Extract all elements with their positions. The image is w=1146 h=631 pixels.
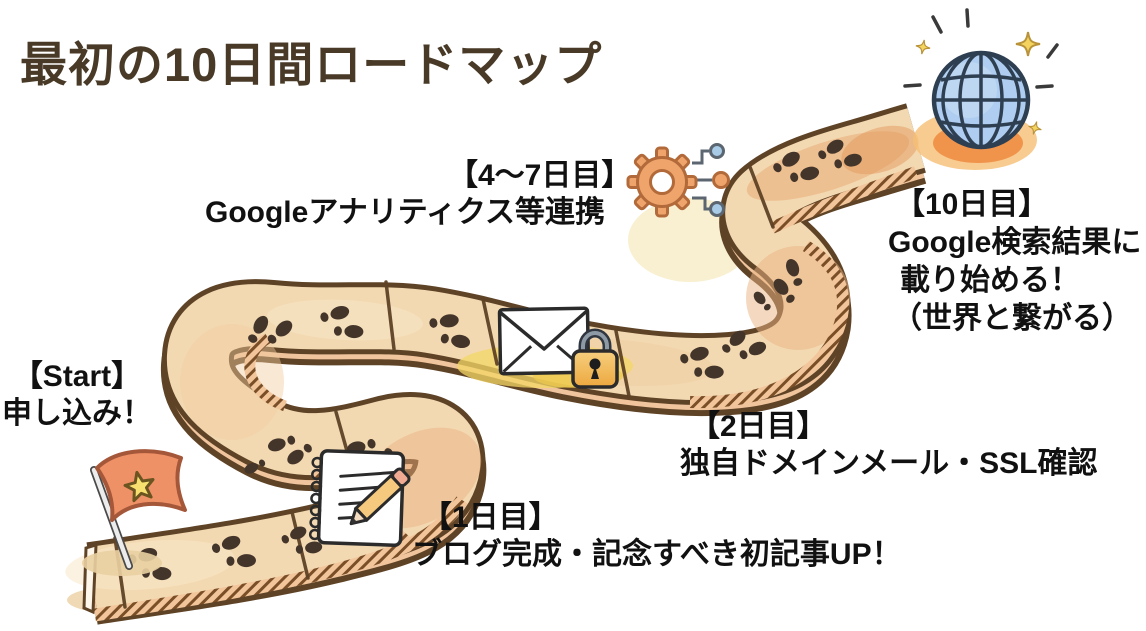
- envelope-lock-icon: [497, 306, 619, 389]
- notebook-pencil-icon: [308, 449, 411, 547]
- lock-icon: [571, 328, 619, 389]
- milestone-label-day1: 【1日目】 ブログ完成・記念すべき初記事UP！: [412, 499, 902, 573]
- milestone-text-day1: ブログ完成・記念すべき初記事UP！: [412, 538, 902, 571]
- globe-icon: [931, 50, 1031, 150]
- node-dot: [709, 143, 725, 159]
- sparkle-rays: [903, 8, 1059, 89]
- milestone-day-start: 【Start】: [12, 360, 142, 393]
- milestone-text-start: 申し込み！: [2, 397, 152, 430]
- milestone-text-day10-1: Google検索結果に: [888, 226, 1142, 259]
- milestone-text-day4to7: Googleアナリティクス等連携: [205, 196, 606, 229]
- flag-with-star-icon: [82, 449, 187, 576]
- milestone-label-day2: 【2日目】 独自ドメインメール・SSL確認: [680, 408, 1097, 482]
- node-dot: [709, 201, 725, 217]
- gear-network-icon: [626, 143, 730, 218]
- star-icon: [123, 470, 155, 503]
- pencil-icon: [349, 467, 411, 526]
- milestone-label-start: 【Start】 申し込み！: [2, 358, 152, 432]
- milestone-day-day4to7: 【4〜7日目】: [448, 159, 632, 192]
- milestone-text-day10-3: （世界と繋がる）: [892, 302, 1132, 335]
- milestone-text-day2: 独自ドメインメール・SSL確認: [680, 447, 1098, 480]
- gear-icon: [626, 146, 698, 218]
- milestone-label-day4to7: 【4〜7日目】 Googleアナリティクス等連携: [205, 157, 631, 231]
- globe-sparkles-icon: [903, 8, 1059, 170]
- milestone-day-day10: 【10日目】: [895, 188, 1049, 221]
- node-dot: [712, 171, 730, 189]
- milestone-day-day1: 【1日目】: [422, 501, 559, 534]
- milestone-text-day10-2: 載り始める！: [900, 264, 1080, 297]
- milestone-day-day2: 【2日目】: [690, 410, 827, 443]
- road-segment-dividers: [113, 165, 775, 609]
- milestone-label-day10: 【10日目】 Google検索結果に 載り始める！ （世界と繋がる）: [888, 186, 1141, 338]
- page-title: 最初の10日間ロードマップ: [20, 38, 603, 91]
